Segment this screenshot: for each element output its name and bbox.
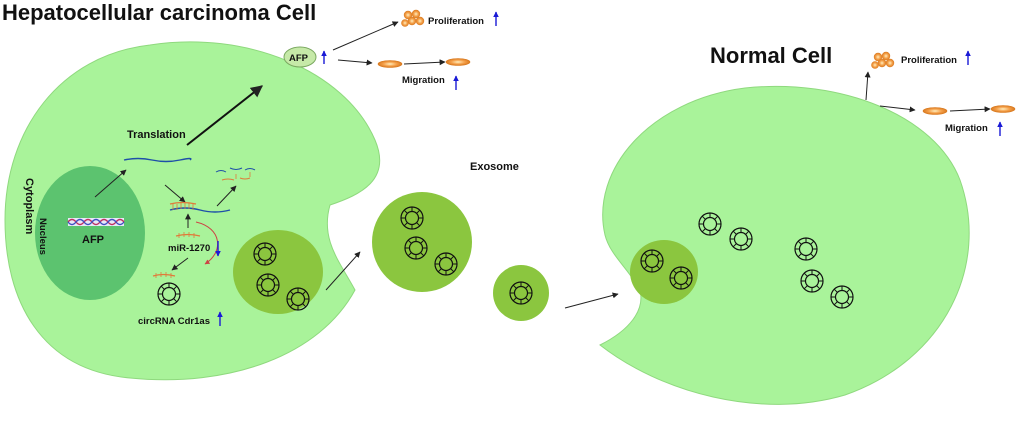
normal-proliferation-label: Proliferation	[901, 55, 957, 66]
hcc-proliferation-label: Proliferation	[428, 16, 484, 27]
normal-to-proliferation-arrow	[864, 71, 871, 101]
exosome-small	[493, 265, 549, 321]
normal-to-migration-arrow	[879, 105, 916, 113]
hcc-cell-title: Hepatocellular carcinoma Cell	[2, 0, 316, 25]
afp-protein-bubble	[283, 46, 317, 68]
mir-to-circrna-arrow	[171, 257, 189, 271]
migrating-cell-icon	[990, 105, 1016, 113]
normal-cell-endosome	[630, 240, 698, 304]
degradation-arrow	[216, 185, 237, 207]
mir-1270-icon	[175, 232, 201, 238]
hcc-migration-label: Migration	[402, 75, 445, 86]
nucleus-label: Nucleus	[37, 218, 48, 255]
mir-mrna-complex	[169, 201, 231, 213]
cytoplasm-label: Cytoplasm	[23, 178, 35, 234]
transcription-arrow	[94, 169, 127, 198]
translation-label: Translation	[127, 129, 186, 141]
afp-dna-icon	[67, 218, 125, 226]
mrna-strand	[123, 157, 192, 163]
migrating-cell-icon	[377, 60, 403, 68]
afp-to-proliferation-arrow	[332, 21, 399, 51]
multivesicular-body	[233, 230, 323, 314]
hcc-proliferation-cells-icon	[401, 9, 425, 27]
mrna-to-mir-arrow	[164, 184, 186, 203]
circrna-label: circRNA Cdr1as	[138, 316, 210, 327]
mir-on-circrna	[152, 272, 176, 278]
afp-to-migration-arrow	[337, 59, 373, 66]
normal-cell-title: Normal Cell	[710, 43, 832, 68]
normal-migration-step-arrow	[949, 106, 991, 113]
degraded-rna-fragments	[215, 167, 256, 181]
uptake-arrow	[564, 292, 619, 309]
migrating-cell-icon	[445, 58, 471, 66]
afp-protein-label: AFP	[289, 53, 309, 64]
exosome-label: Exosome	[470, 161, 519, 173]
translation-arrow	[186, 85, 263, 146]
mir-sponge-curve	[195, 221, 219, 265]
normal-cell-membrane	[599, 85, 970, 405]
nucleus	[35, 166, 145, 300]
afp-gene-label: AFP	[82, 234, 104, 246]
mir-1270-label: miR-1270	[168, 243, 210, 254]
migration-step-arrow	[403, 59, 446, 66]
normal-proliferation-cells-icon	[871, 51, 895, 69]
normal-migration-label: Migration	[945, 123, 988, 134]
secretion-arrow	[325, 251, 361, 291]
migrating-cell-icon	[922, 107, 948, 115]
